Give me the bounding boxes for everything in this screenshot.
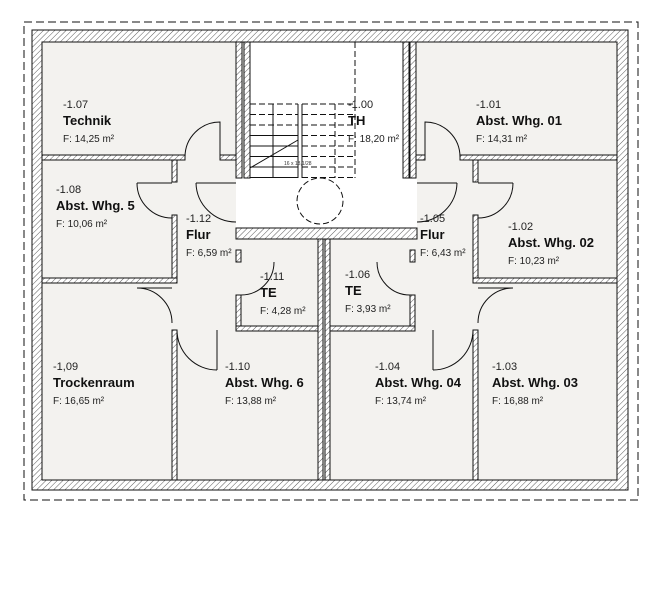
room-number: -1.00 (348, 99, 373, 111)
room-number: -1.02 (508, 221, 533, 233)
doors (136, 121, 514, 371)
room-number: -1.05 (420, 213, 445, 225)
plot-boundary (23, 21, 639, 501)
room-number: -1.04 (375, 361, 400, 373)
room-number: -1.11 (260, 271, 284, 283)
room-name: Abst. Whg. 03 (492, 375, 578, 390)
room-number: -1.10 (225, 361, 250, 373)
room-number: -1.01 (476, 99, 501, 111)
room-area: F: 10,06 m² (56, 219, 108, 230)
room-number: -1.07 (63, 99, 88, 111)
stair-step (249, 139, 299, 169)
outer-wall (31, 29, 629, 491)
interior-walls (41, 41, 618, 481)
room-area: F: 13,74 m² (375, 396, 427, 407)
landing-floor (236, 178, 417, 228)
room-area: F: 6,43 m² (420, 248, 466, 259)
room-number: -1.03 (492, 361, 517, 373)
room-number: -1.08 (56, 184, 81, 196)
room-area: F: 4,28 m² (260, 306, 306, 317)
room-area: F: 13,88 m² (225, 396, 277, 407)
room-area: F: 3,93 m² (345, 304, 391, 315)
room-name: Flur (186, 227, 211, 242)
room-name: Abst. Whg. 6 (225, 375, 304, 390)
room-name: Abst. Whg. 5 (56, 198, 135, 213)
room-name: TE (260, 285, 277, 300)
room-area: F: 10,23 m² (508, 256, 560, 267)
room-area: F: 14,31 m² (476, 134, 528, 145)
room-name: Abst. Whg. 01 (476, 113, 562, 128)
room-number: -1.12 (186, 213, 211, 225)
room-name: Flur (420, 227, 445, 242)
room-area: F: 14,25 m² (63, 134, 115, 145)
room-area: F: 6,59 m² (186, 248, 232, 259)
room-name: TH (348, 113, 365, 128)
room-number: -1.06 (345, 269, 370, 281)
room-name: Trockenraum (53, 375, 135, 390)
room-area: F: 16,65 m² (53, 396, 105, 407)
room-name: TE (345, 283, 362, 298)
stair-label: 16 x 18,1/28 (284, 161, 312, 167)
staircase (249, 42, 356, 178)
room-name: Abst. Whg. 02 (508, 235, 594, 250)
room-name: Technik (63, 113, 112, 128)
room-area: F: 16,88 m² (492, 396, 544, 407)
room-number: -1,09 (53, 361, 78, 373)
room-area: F: 18,20 m² (348, 134, 400, 145)
landing-circle (296, 177, 344, 225)
room-name: Abst. Whg. 04 (375, 375, 462, 390)
